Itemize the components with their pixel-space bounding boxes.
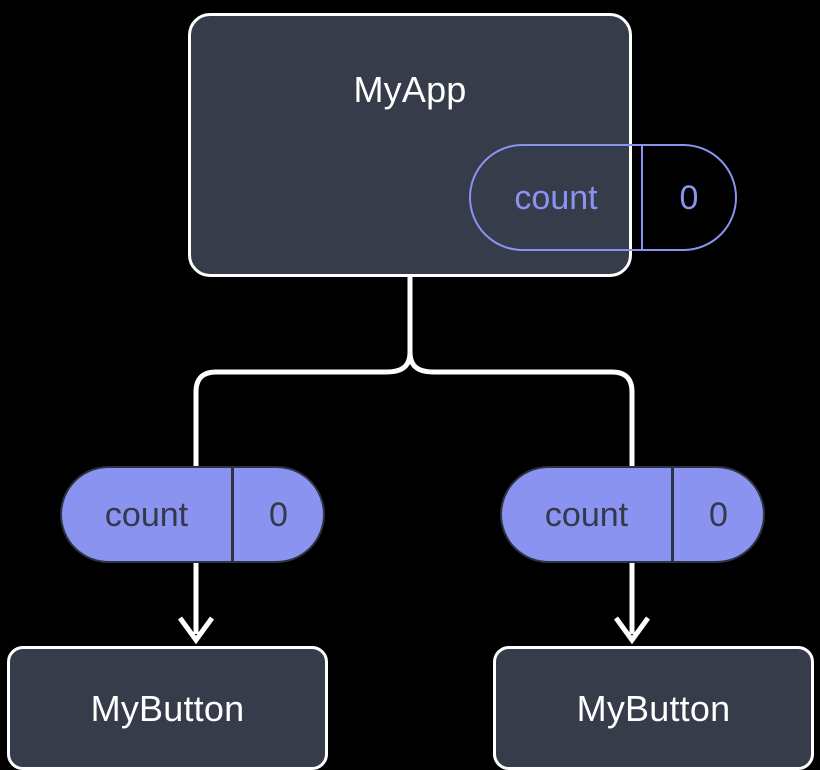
node-myapp-title: MyApp	[353, 69, 467, 110]
state-pill-left-key: count	[62, 468, 234, 561]
node-myapp[interactable]: MyApp count 0	[188, 13, 737, 277]
node-mybutton-left[interactable]: MyButton	[7, 646, 328, 770]
arrowhead-right	[613, 616, 651, 645]
edge-split-right	[407, 351, 635, 466]
state-pill-left[interactable]: count 0	[60, 466, 325, 563]
state-pill-right-value: 0	[709, 495, 728, 534]
state-pill-right[interactable]: count 0	[500, 466, 765, 563]
state-pill-myapp-key: count	[471, 146, 643, 249]
node-mybutton-right-title: MyButton	[576, 688, 731, 729]
state-pill-right-key: count	[502, 468, 674, 561]
node-mybutton-right[interactable]: MyButton	[493, 646, 814, 770]
node-mybutton-left-title: MyButton	[90, 688, 245, 729]
edge-split-left	[193, 351, 413, 466]
arrowhead-left	[177, 616, 215, 645]
state-pill-left-value: 0	[269, 495, 288, 534]
state-pill-myapp[interactable]: count 0	[469, 144, 737, 251]
state-pill-myapp-value: 0	[679, 178, 699, 217]
